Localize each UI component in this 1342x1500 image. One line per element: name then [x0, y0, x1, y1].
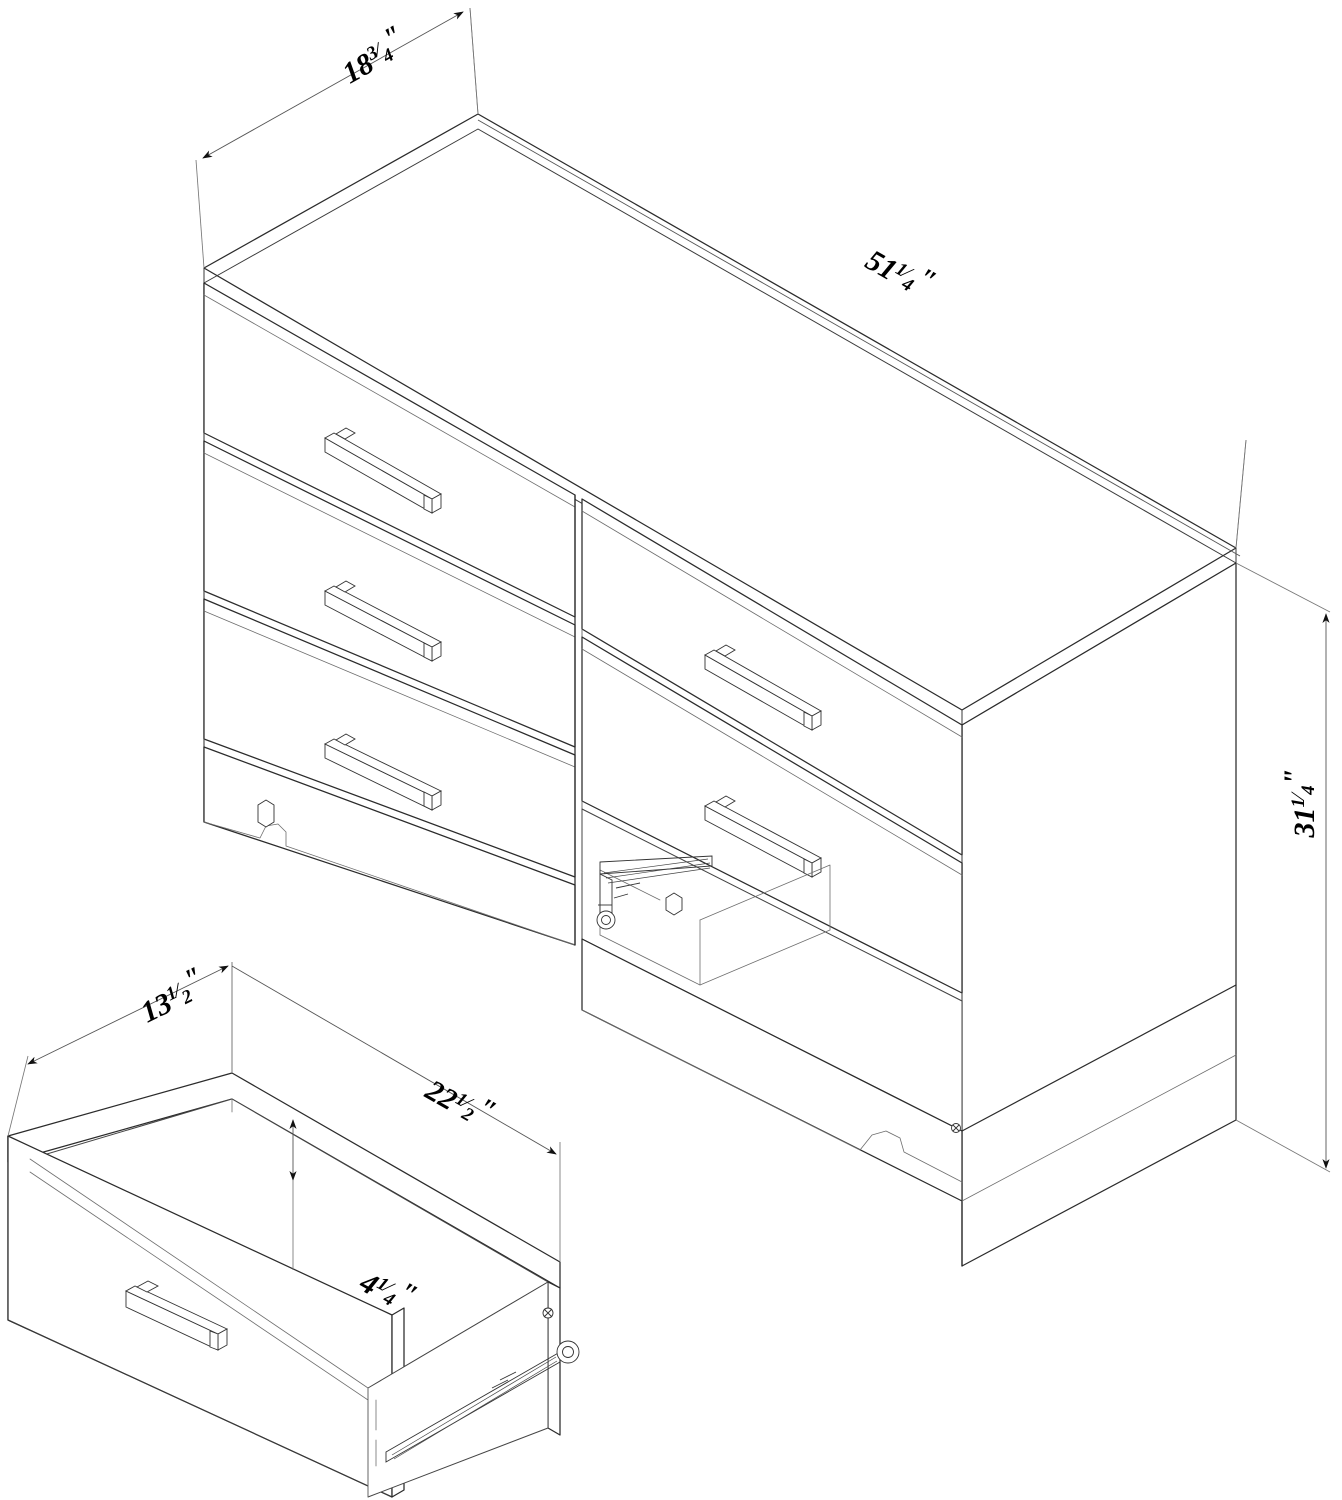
dim-label-cabinet-depth: 183⁄4" — [286, 0, 445, 116]
handle-right-2[interactable] — [704, 795, 822, 878]
drawer-side-screw — [542, 1307, 554, 1319]
dim-label-cabinet-height: 311⁄4" — [1278, 731, 1321, 890]
slide-roller-wheel — [556, 1340, 580, 1364]
dim-label-drawer-width: 221⁄2" — [375, 1039, 534, 1155]
left-column-drawers — [203, 282, 576, 946]
handle-left-1[interactable] — [324, 427, 442, 514]
dimension-drawer-height: 41⁄4" — [289, 1119, 456, 1339]
dim-label-cabinet-width: 511⁄4" — [815, 209, 974, 325]
removed-drawer[interactable] — [7, 1072, 580, 1498]
dim-label-drawer-height: 41⁄4" — [309, 1232, 456, 1339]
drawer-front-right-1[interactable] — [581, 498, 963, 864]
right-column-drawers — [581, 498, 1237, 1267]
handle-right-1[interactable] — [704, 644, 822, 731]
side-panel-screw — [951, 1123, 961, 1133]
dim-label-drawer-depth: 131⁄2" — [84, 944, 246, 1052]
drawer-slide-rail-in-slot — [596, 855, 713, 930]
handle-removed-drawer[interactable] — [125, 1280, 228, 1351]
drawer-front-right-2[interactable] — [581, 636, 963, 1002]
handle-left-3[interactable] — [324, 733, 442, 811]
drawer-front-left-3[interactable] — [203, 598, 576, 886]
dimension-cabinet-height: 311⁄4" — [1235, 439, 1331, 1173]
cabinet-body — [203, 113, 1237, 1267]
handle-left-2[interactable] — [324, 580, 442, 662]
drawer-slide-rail — [385, 1340, 580, 1463]
